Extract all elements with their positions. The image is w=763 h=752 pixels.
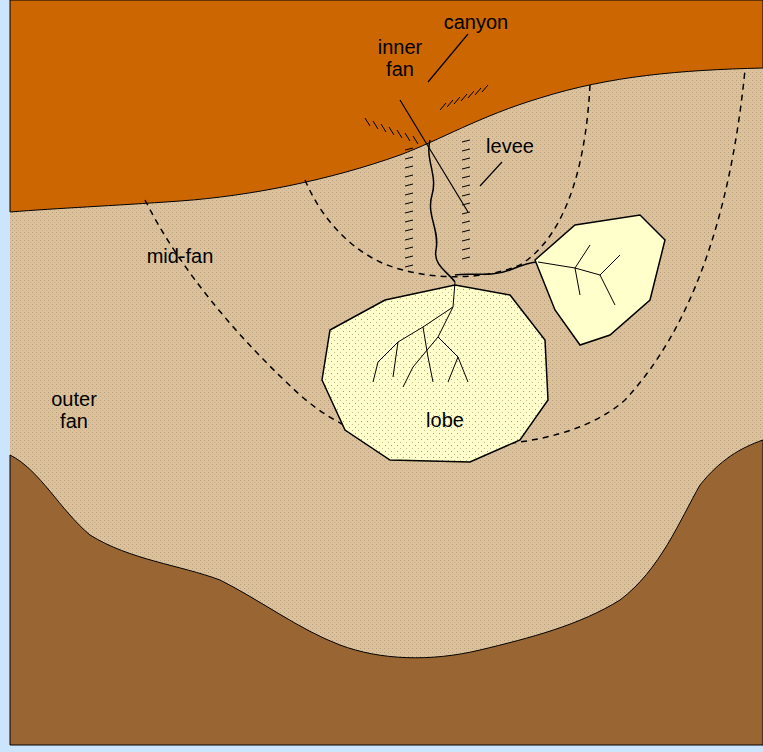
levee-tick xyxy=(405,265,413,267)
levee-tick xyxy=(462,140,470,142)
lobe-outline xyxy=(318,282,552,466)
levee-tick xyxy=(405,148,413,150)
levee-tick xyxy=(462,239,470,241)
levee-tick xyxy=(405,184,413,186)
levee-tick xyxy=(405,238,413,240)
levee-tick xyxy=(405,166,413,168)
lobe-channels xyxy=(538,245,620,305)
levee-tick xyxy=(462,176,470,178)
canyon-tick xyxy=(440,103,446,110)
levee-tick xyxy=(405,211,413,213)
fan-ground xyxy=(10,0,763,745)
levee-tick xyxy=(462,212,470,214)
lobe-shape xyxy=(322,285,548,462)
levee-tick xyxy=(462,230,470,232)
levee-tick xyxy=(462,158,470,160)
canyon-tick xyxy=(413,136,418,144)
canyon-leader xyxy=(428,34,468,82)
levee-tick xyxy=(462,185,470,187)
levee-tick xyxy=(462,167,470,169)
levee-tick xyxy=(405,175,413,177)
shelf-slope xyxy=(10,0,763,212)
levee-tick xyxy=(462,257,470,259)
basin-floor xyxy=(10,440,763,745)
abandoned-lobe xyxy=(535,215,665,345)
lobe-region: lobe xyxy=(318,282,552,466)
canyon-tick xyxy=(482,85,488,92)
region-label: inner fan xyxy=(365,36,435,80)
levee-tick xyxy=(405,229,413,231)
levee-tick xyxy=(405,220,413,222)
feeder-channel xyxy=(429,140,455,282)
levee-hatching xyxy=(365,85,488,267)
inner-fan-leader xyxy=(400,100,468,212)
levee-tick xyxy=(462,149,470,151)
canyon-tick xyxy=(405,133,410,141)
canyon-tick xyxy=(461,94,467,101)
levee-tick xyxy=(405,193,413,195)
levee-tick xyxy=(462,194,470,196)
canyon-tick xyxy=(447,100,453,107)
levee-tick xyxy=(405,247,413,249)
canyon-tick xyxy=(397,130,402,138)
canyon-tick xyxy=(475,88,481,95)
levee-label: levee xyxy=(475,135,545,157)
leader-lines xyxy=(400,34,502,212)
levee-tick xyxy=(405,157,413,159)
canyon-tick xyxy=(365,118,370,126)
levee-tick xyxy=(462,221,470,223)
canyon-tick xyxy=(389,127,394,135)
canyon-tick xyxy=(373,121,378,129)
levee-leader xyxy=(480,162,502,186)
canyon-tick xyxy=(468,91,474,98)
canyon-label: canyon xyxy=(431,11,521,33)
region-label: mid-fan xyxy=(130,245,230,267)
lobe-label: lobe xyxy=(426,409,464,432)
canyon-tick xyxy=(454,97,460,104)
canyon-tick xyxy=(381,124,386,132)
inner-fan-boundary xyxy=(305,85,590,277)
levee-tick xyxy=(405,256,413,258)
branch-channel xyxy=(455,262,538,275)
distributary-channels xyxy=(373,282,468,387)
region-label: outer fan xyxy=(39,388,109,432)
levee-tick xyxy=(405,202,413,204)
levee-tick xyxy=(462,248,470,250)
